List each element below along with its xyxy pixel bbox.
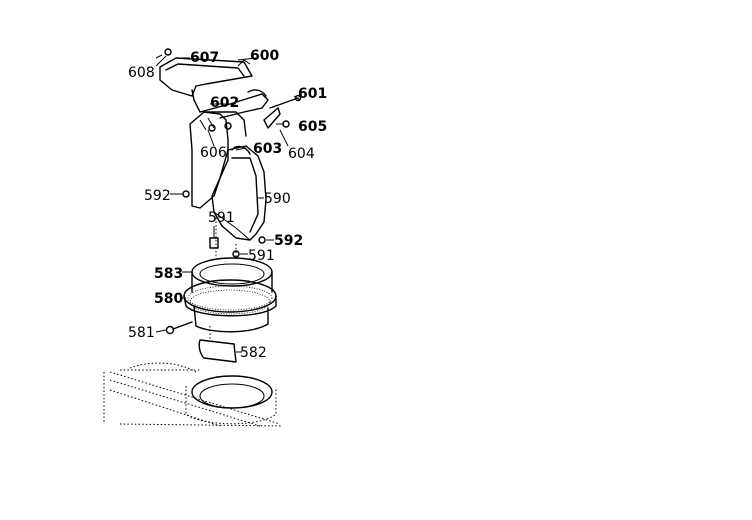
callout-592-left: 592 (144, 188, 171, 204)
callout-590: 590 (264, 191, 291, 207)
callout-583: 583 (154, 266, 183, 282)
callout-592-right: 592 (274, 233, 303, 249)
callout-604: 604 (288, 146, 315, 162)
screw-592-left (182, 190, 190, 198)
callout-606: 606 (200, 145, 227, 161)
callout-labels: 600 601 602 603 604 605 606 607 608 590 … (128, 48, 327, 361)
callout-581: 581 (128, 325, 155, 341)
screw-608 (155, 48, 172, 59)
deflector-582 (198, 326, 237, 363)
duct-590 (211, 145, 267, 241)
bracket-600 (159, 57, 269, 119)
callout-602: 602 (210, 95, 239, 111)
screw-592-right (258, 236, 266, 244)
callout-591-upper: 591 (208, 210, 235, 226)
callout-608: 608 (128, 65, 155, 81)
ring-580 (183, 279, 277, 333)
clamp-604 (263, 107, 290, 129)
callout-603: 603 (253, 141, 282, 157)
upper-housing (189, 111, 251, 209)
callout-580: 580 (154, 291, 183, 307)
callout-607: 607 (190, 50, 219, 66)
callout-591-lower: 591 (248, 248, 275, 264)
clip-591-lower (232, 250, 240, 258)
callout-605: 605 (298, 119, 327, 135)
callout-600: 600 (250, 48, 279, 64)
callout-601: 601 (298, 86, 327, 102)
base-structure (103, 362, 283, 427)
bolt-601 (269, 94, 302, 109)
leader-lines (155, 55, 301, 353)
clip-591-upper (209, 237, 219, 249)
screw-581 (165, 321, 193, 335)
callout-582: 582 (240, 345, 267, 361)
